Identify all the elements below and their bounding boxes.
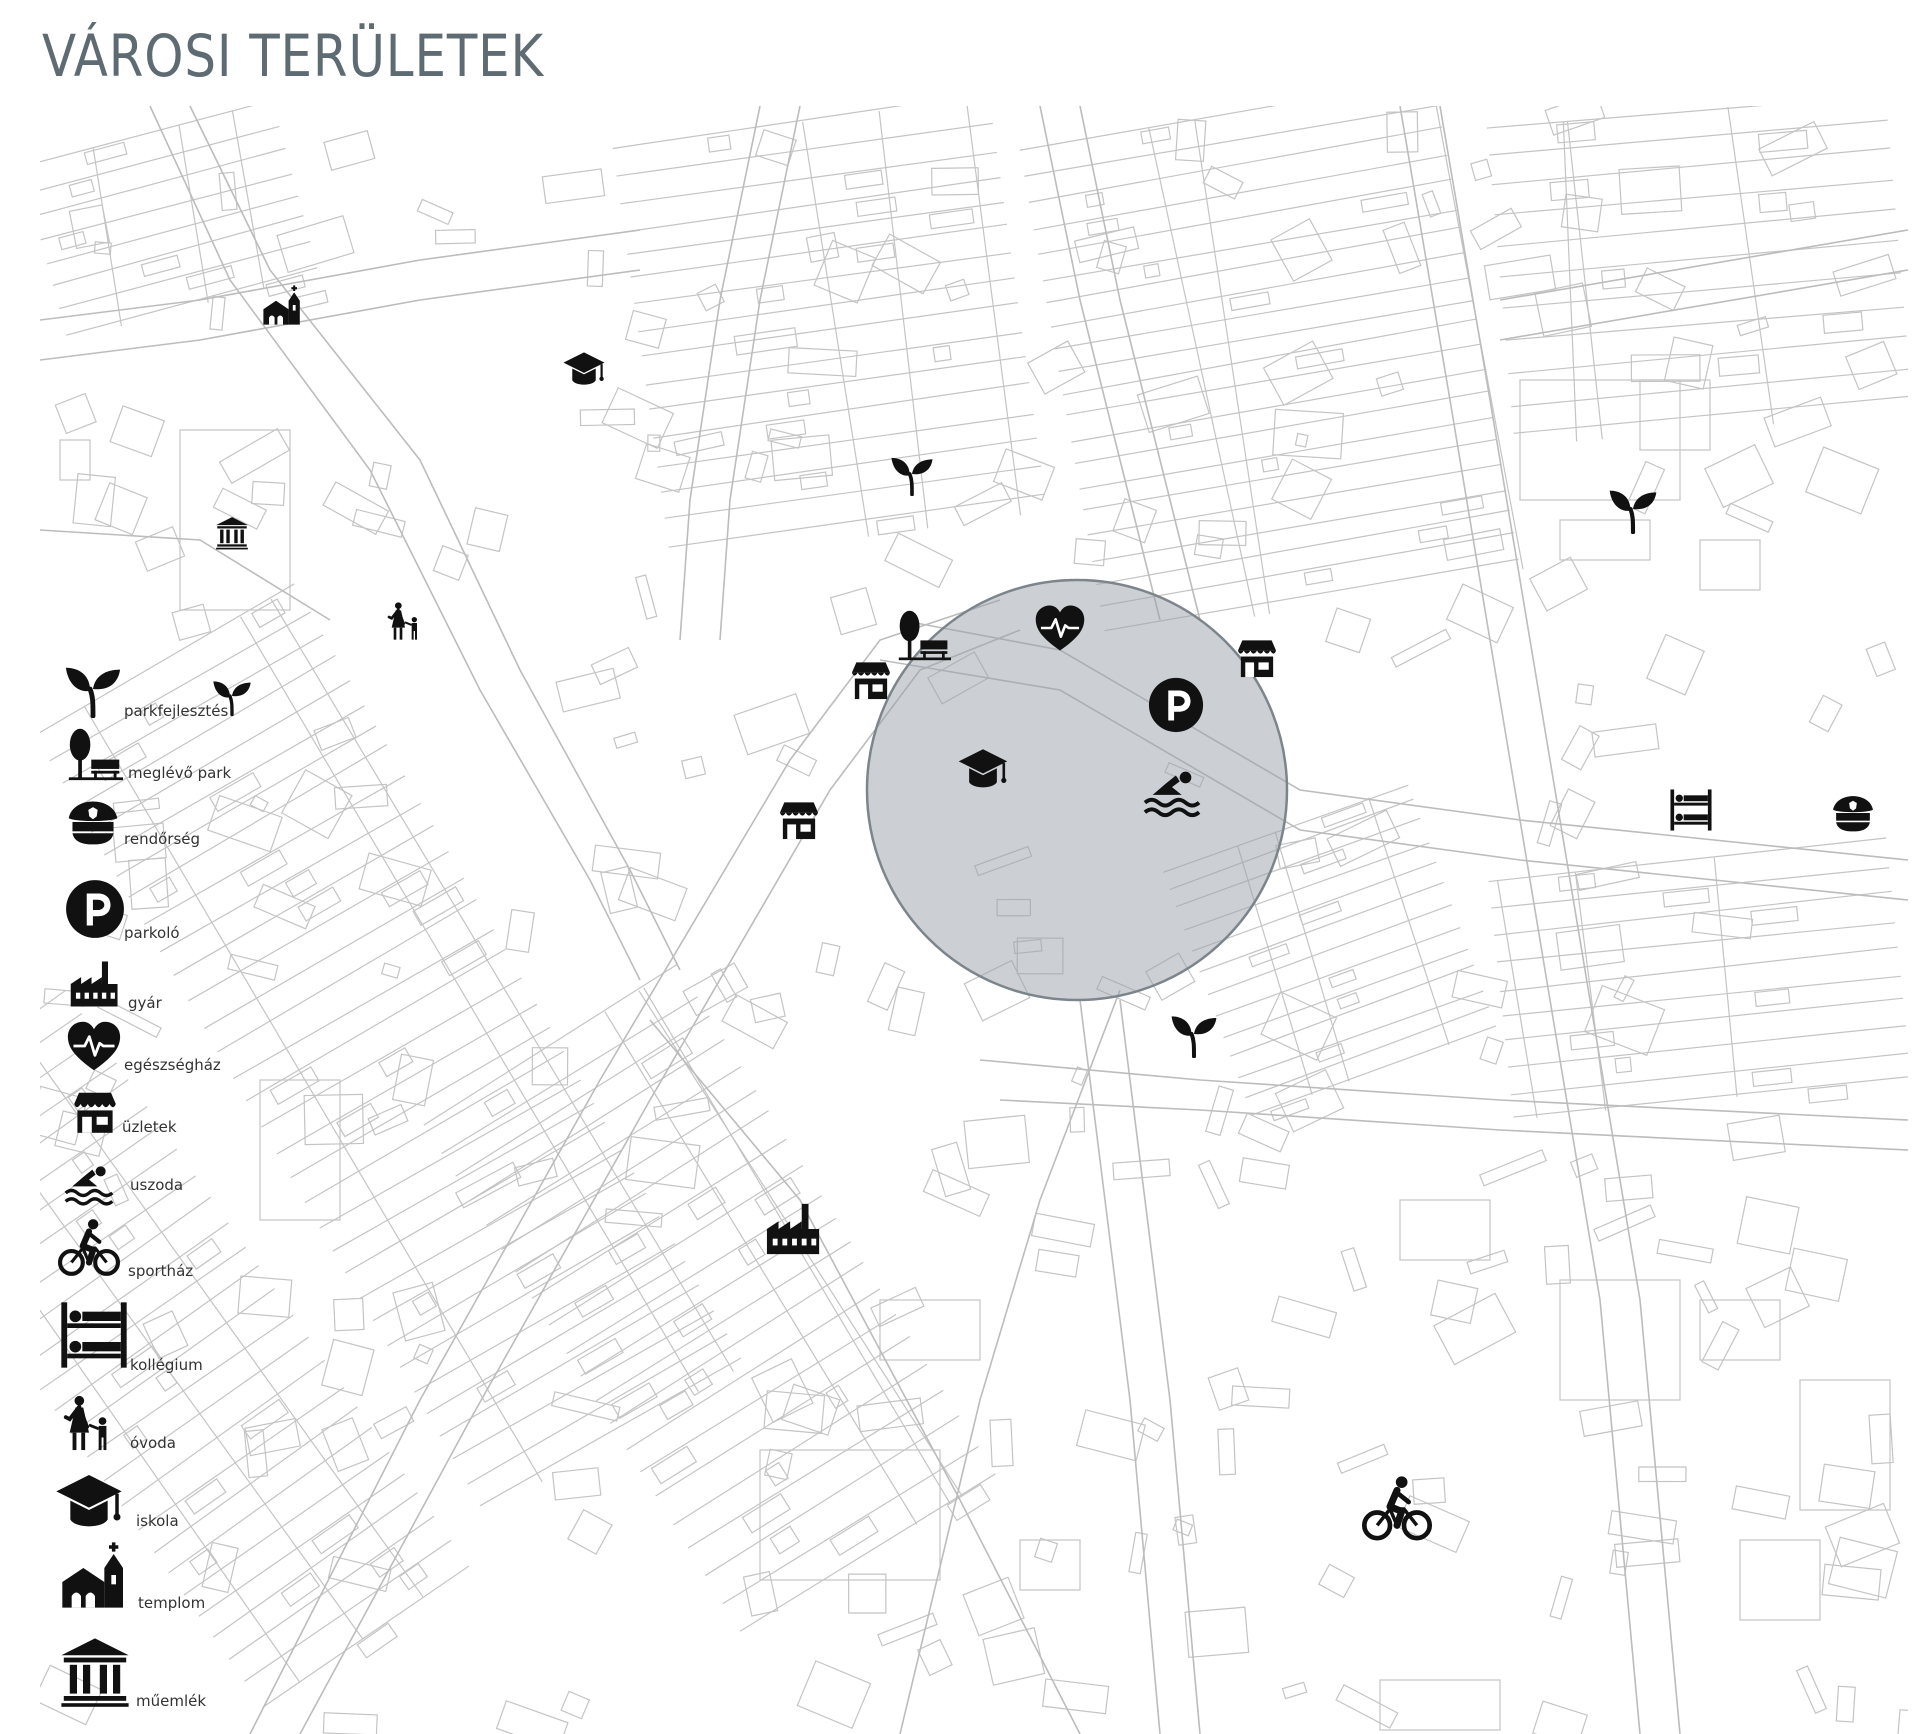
graduation-cap-icon [56,1475,121,1526]
legend-label-church: templom [138,1594,206,1612]
map-police-icon[interactable] [1833,796,1873,832]
legend-label-shops: üzletek [122,1118,177,1136]
police-cap-icon [68,801,118,845]
heart-pulse-icon [66,1020,122,1072]
legend-label-sports-hall: sportház [128,1262,194,1280]
parking-icon [66,880,124,938]
page-title: VÁROSI TERÜLETEK [42,22,545,90]
map-dormitory-icon[interactable] [1670,789,1712,831]
map-park-development-icon[interactable] [1610,491,1657,533]
map-factory-icon[interactable] [766,1203,820,1255]
legend-label-factory: gyár [128,994,162,1012]
map-kindergarten-icon[interactable] [387,600,419,642]
legend-label-dormitory: kollégium [130,1356,203,1374]
map-church-icon[interactable] [262,284,301,326]
legend-label-school: iskola [136,1512,179,1530]
monument-icon [61,1638,129,1707]
legend-label-monument: műemlék [136,1692,207,1710]
legend-label-police: rendőrség [124,830,201,848]
map-shop-icon[interactable] [779,802,819,840]
legend-label-kindergarten: óvoda [130,1434,176,1452]
map-shop-icon[interactable] [1237,640,1277,678]
shop-icon [74,1092,116,1133]
sprout-icon [66,668,120,716]
bunk-bed-icon [61,1302,127,1368]
legend-label-parking: parkoló [124,924,180,942]
map-park-development-icon[interactable] [1170,1014,1218,1058]
cyclist-icon [60,1219,118,1274]
map-school-icon[interactable] [562,351,606,386]
tree-bench-icon [68,728,123,781]
parent-child-icon [66,1396,107,1450]
map-parking-icon[interactable] [1148,677,1204,733]
legend-label-park-development: parkfejlesztés [124,702,229,720]
legend-label-existing-park: meglévő park [128,764,232,782]
map-shop-icon[interactable] [851,662,891,700]
map-sports-hall-icon[interactable] [1364,1476,1429,1538]
factory-icon [70,961,118,1007]
legend-label-health-center: egészségház [124,1056,221,1074]
building-plots [40,106,1908,1734]
church-icon [60,1540,125,1610]
map-park-development-icon[interactable] [890,456,934,496]
legend-label-swimming-pool: uszoda [130,1176,184,1194]
